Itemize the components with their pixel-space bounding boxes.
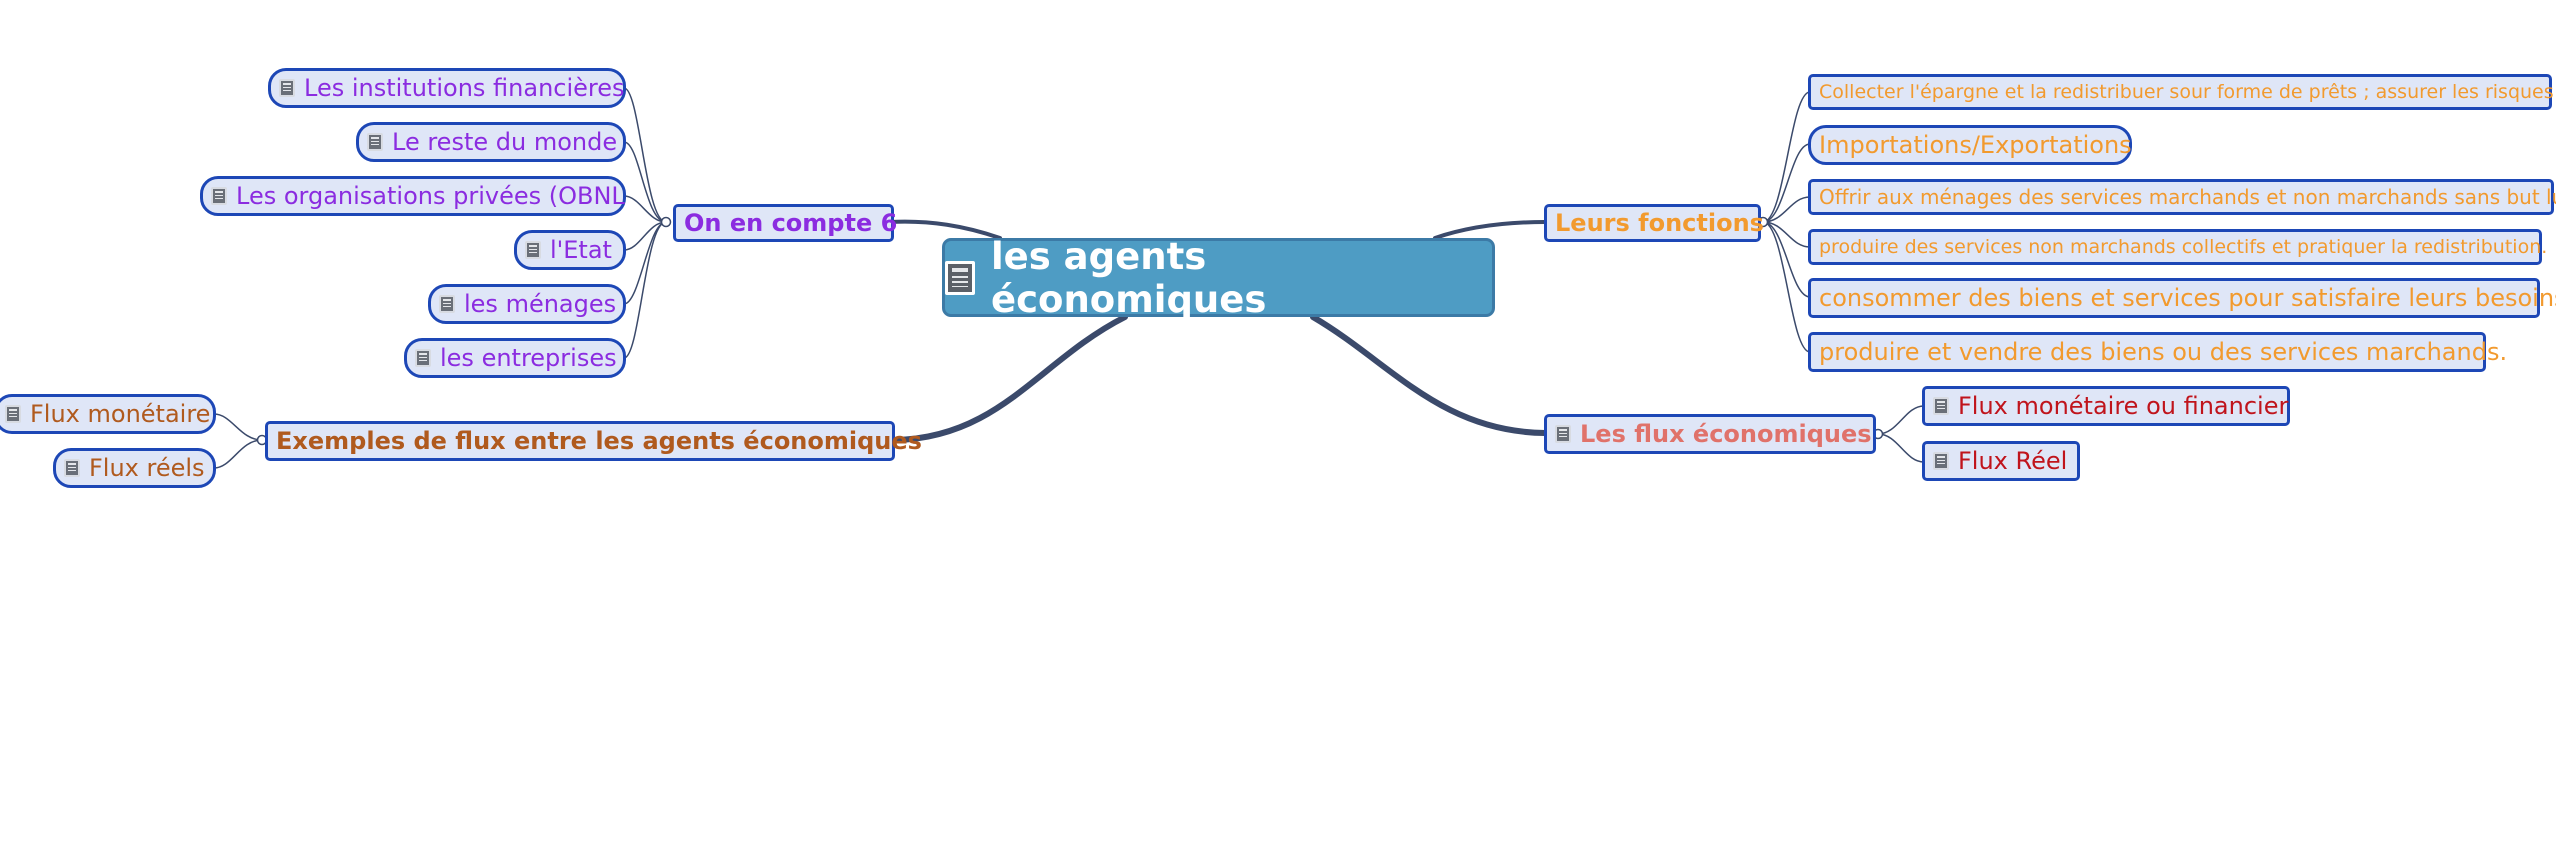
leaf-label: Collecter l'épargne et la redistribuer s… — [1819, 81, 2554, 103]
branch-label: On en compte 6 — [684, 209, 898, 237]
document-icon — [211, 187, 227, 205]
leaf-label: Flux monétaire ou financier — [1958, 392, 2289, 420]
leaf-label: produire et vendre des biens ou des serv… — [1819, 338, 2508, 366]
document-icon — [5, 405, 21, 423]
document-icon — [525, 241, 541, 259]
document-icon — [945, 260, 975, 295]
document-icon — [1933, 452, 1949, 470]
branch-label: Exemples de flux entre les agents économ… — [276, 427, 922, 455]
leaf-fonction-3[interactable]: Offrir aux ménages des services marchand… — [1808, 179, 2556, 215]
document-icon — [1933, 397, 1949, 415]
leaf-institutions-financieres[interactable]: Les institutions financières — [268, 68, 626, 108]
document-icon — [64, 459, 80, 477]
document-icon — [279, 79, 295, 97]
leaf-label: Offrir aux ménages des services marchand… — [1819, 185, 2556, 209]
leaf-label: les entreprises — [440, 344, 617, 372]
leaf-reste-du-monde[interactable]: Le reste du monde — [356, 122, 626, 162]
leaf-label: Flux Réel — [1958, 447, 2068, 475]
leaf-label: Le reste du monde — [392, 128, 618, 156]
leaf-flux-reels[interactable]: Flux réels — [53, 448, 216, 488]
leaf-label: Flux monétaire — [30, 400, 211, 428]
leaf-label: l'Etat — [550, 236, 612, 264]
leaf-fonction-1[interactable]: Collecter l'épargne et la redistribuer s… — [1808, 74, 2554, 110]
leaf-entreprises[interactable]: les entreprises — [404, 338, 626, 378]
leaf-flux-monetaire-financier[interactable]: Flux monétaire ou financier — [1922, 386, 2290, 426]
leaf-etat[interactable]: l'Etat — [514, 230, 626, 270]
leaf-label: consommer des biens et services pour sat… — [1819, 284, 2556, 312]
leaf-label: Les institutions financières — [304, 74, 625, 102]
leaf-flux-monetaire[interactable]: Flux monétaire — [0, 394, 216, 434]
document-icon — [415, 349, 431, 367]
document-icon — [1555, 425, 1571, 443]
leaf-label: produire des services non marchands coll… — [1819, 236, 2548, 258]
leaf-flux-reel[interactable]: Flux Réel — [1922, 441, 2080, 481]
branch-exemples-de-flux[interactable]: Exemples de flux entre les agents économ… — [265, 421, 922, 461]
branch-flux-economiques[interactable]: Les flux économiques — [1544, 414, 1876, 454]
branch-leurs-fonctions[interactable]: Leurs fonctions — [1544, 204, 1764, 242]
leaf-label: les ménages — [464, 290, 617, 318]
leaf-menages[interactable]: les ménages — [428, 284, 626, 324]
leaf-fonction-2[interactable]: Importations/Exportations — [1808, 125, 2132, 165]
central-topic-label: les agents économiques — [991, 234, 1267, 321]
leaf-fonction-4[interactable]: produire des services non marchands coll… — [1808, 229, 2547, 265]
leaf-label: Les organisations privées (OBNL — [236, 182, 625, 210]
leaf-fonction-5[interactable]: consommer des biens et services pour sat… — [1808, 278, 2556, 318]
central-topic[interactable]: les agents économiques — [942, 235, 1495, 321]
document-icon — [367, 133, 383, 151]
leaf-fonction-6[interactable]: produire et vendre des biens ou des serv… — [1808, 332, 2507, 372]
branch-label: Leurs fonctions — [1555, 209, 1764, 237]
leaf-label: Flux réels — [89, 454, 205, 482]
leaf-organisations-privees[interactable]: Les organisations privées (OBNL — [200, 176, 626, 216]
document-icon — [439, 295, 455, 313]
branch-label: Les flux économiques — [1580, 420, 1872, 448]
leaf-label: Importations/Exportations — [1819, 131, 2132, 159]
branch-on-en-compte[interactable]: On en compte 6 — [673, 204, 898, 242]
